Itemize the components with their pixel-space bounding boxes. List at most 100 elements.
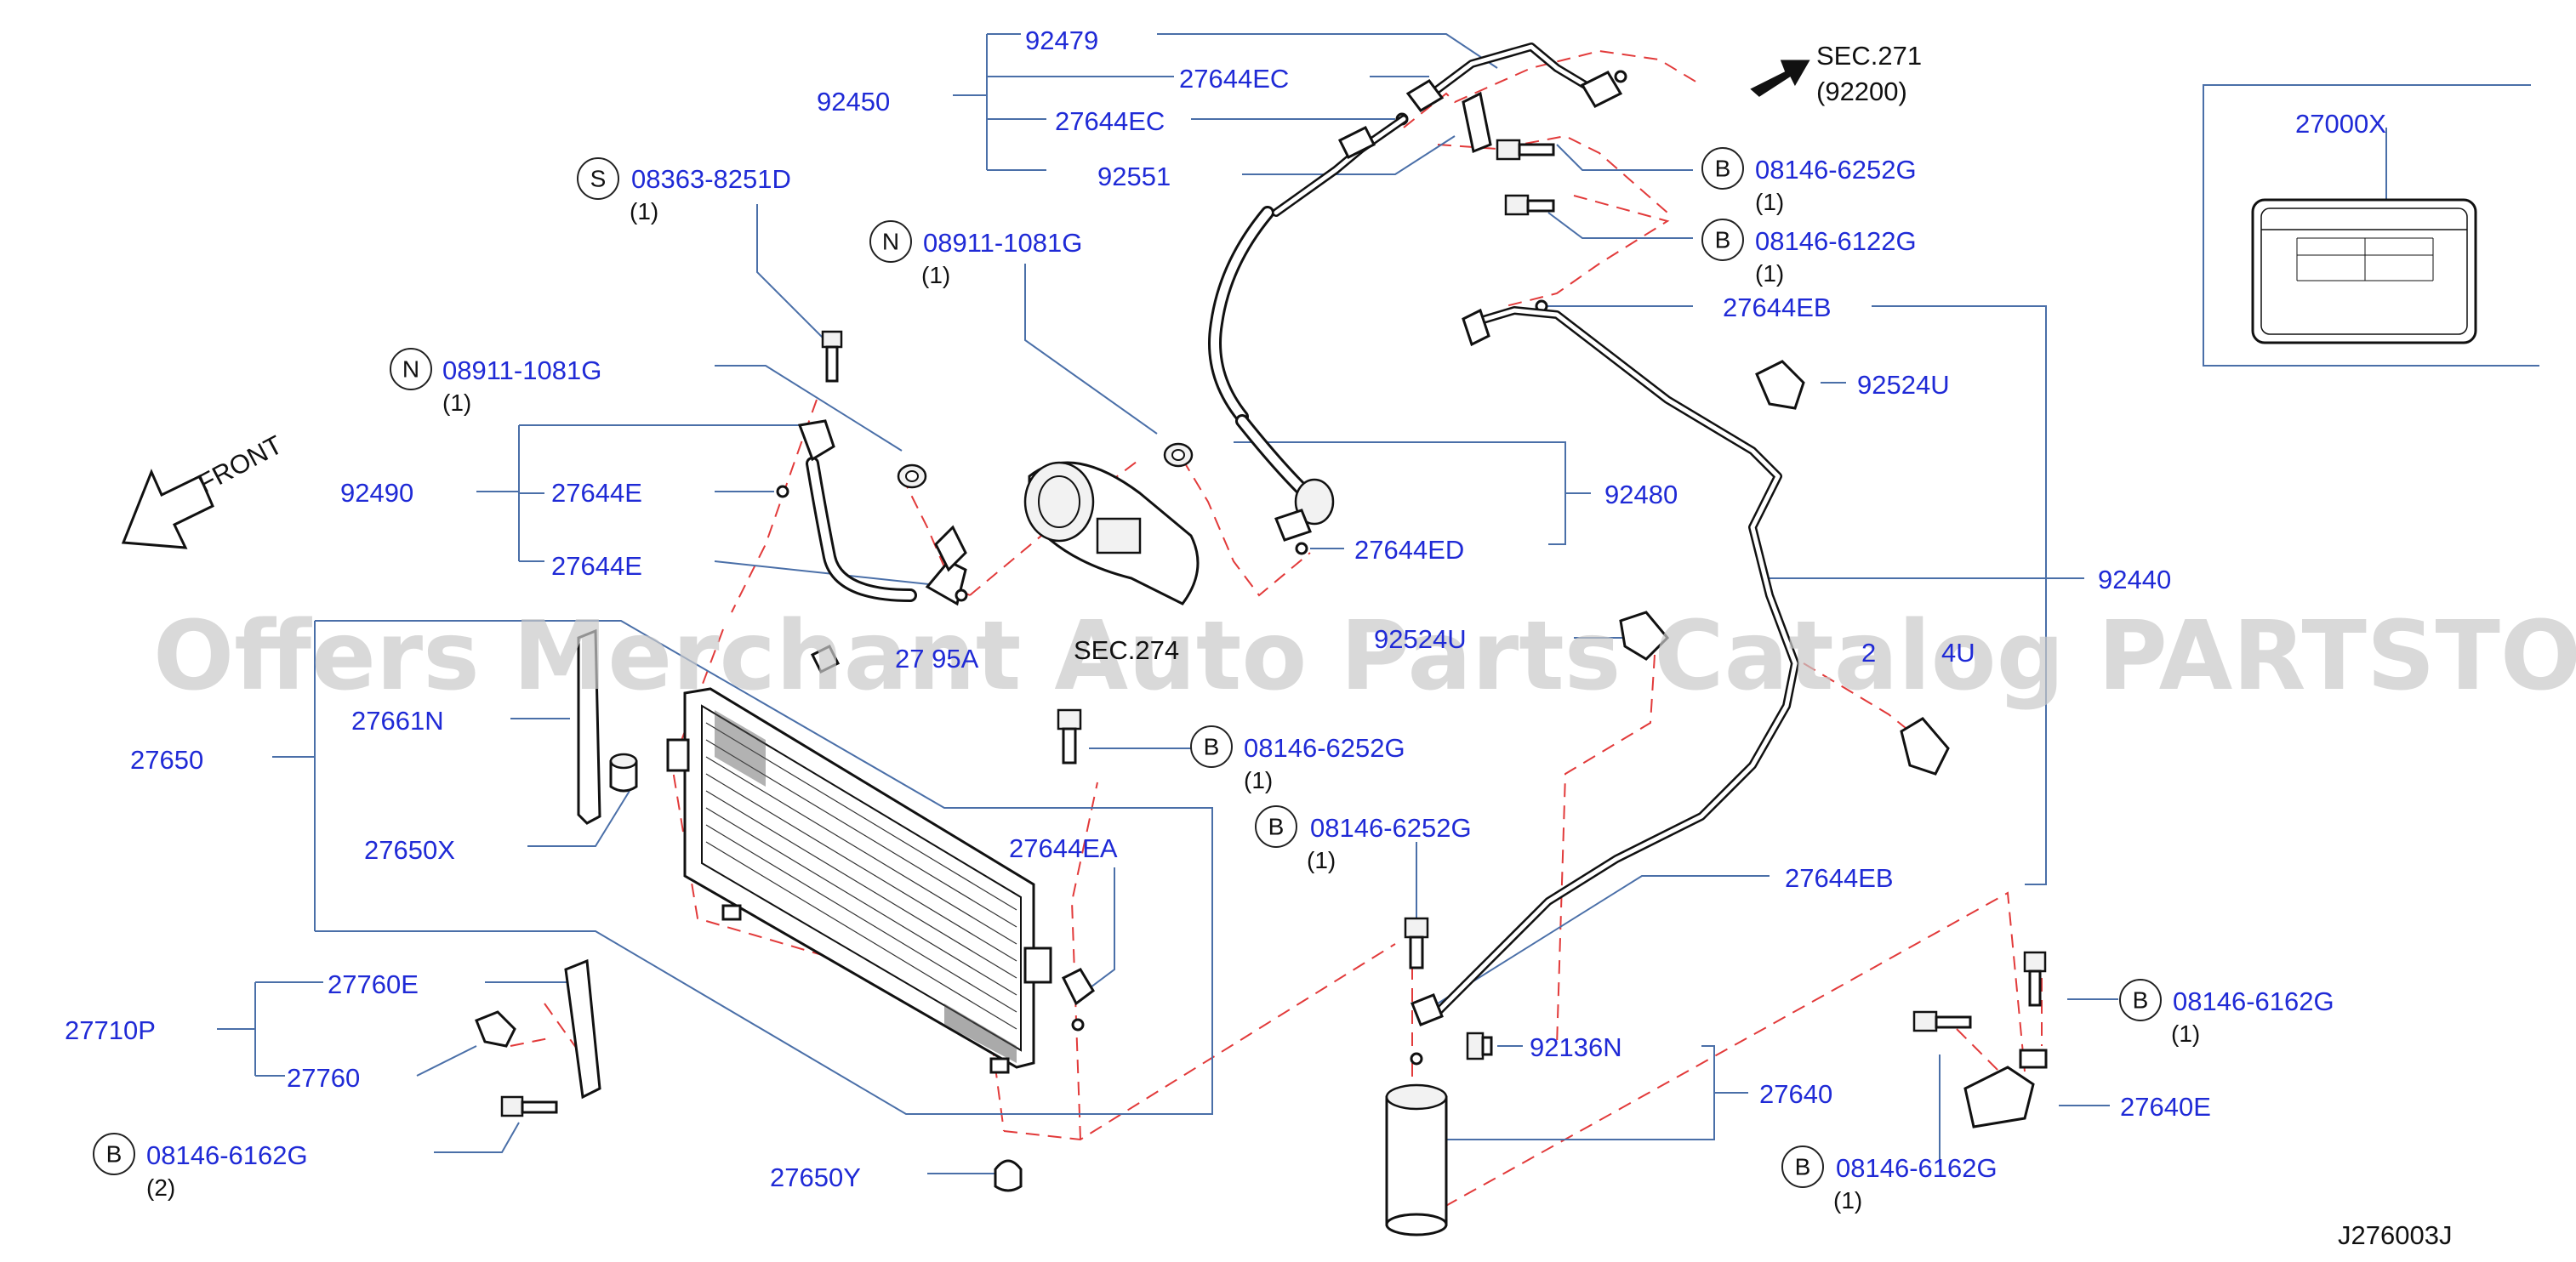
circle-B-6252G-top xyxy=(1701,147,1744,190)
label-08146-6252G-a: 08146-6252G xyxy=(1244,733,1405,763)
label-27640: 27640 xyxy=(1759,1079,1832,1109)
qty-08363: (1) xyxy=(630,198,658,225)
label-92440: 92440 xyxy=(2098,565,2171,594)
bolt-08363-8251D xyxy=(821,330,843,383)
bolt-08146-6252G-a xyxy=(1057,708,1082,765)
clamp-92524U-top xyxy=(1755,360,1805,410)
label-27650Y: 27650Y xyxy=(770,1163,861,1192)
label-92479: 92479 xyxy=(1025,26,1098,55)
circle-N-left-letter: N xyxy=(402,356,419,383)
part-labels: 92479 92450 27644EC 27644EC 92551 S 0836… xyxy=(65,26,2386,1214)
bolt-08146-6252G-b xyxy=(1404,917,1429,969)
label-08146-6162G-r1: 08146-6162G xyxy=(2173,986,2334,1016)
label-27661N: 27661N xyxy=(351,706,444,736)
circle-B-6162G-r1-letter: B xyxy=(2133,987,2149,1014)
circle-B-6122G-letter: B xyxy=(1715,227,1731,253)
front-label: FRONT xyxy=(193,429,288,498)
qty-6162G-r2: (1) xyxy=(1833,1187,1862,1214)
sec271-code: (92200) xyxy=(1816,77,1907,106)
fitting-27644EA xyxy=(1061,968,1095,1006)
label-92450: 92450 xyxy=(817,87,890,117)
bolt-08146-6162G-r1 xyxy=(2023,951,2047,1007)
hose-92490 xyxy=(797,419,967,606)
label-08911-1081G-left: 08911-1081G xyxy=(442,355,601,385)
label-27644ED: 27644ED xyxy=(1354,535,1464,565)
label-92480: 92480 xyxy=(1604,480,1678,509)
label-92524U-right-start: 2 xyxy=(1861,638,1876,668)
circle-S-letter: S xyxy=(590,166,607,192)
label-08911-1081G-top: 08911-1081G xyxy=(923,228,1082,258)
circle-N-left xyxy=(390,348,432,390)
label-08146-6162G-left: 08146-6162G xyxy=(146,1140,308,1170)
circle-B-6252G-b-letter: B xyxy=(1268,814,1285,840)
qty-6162G-r1: (1) xyxy=(2171,1020,2200,1047)
label-27760: 27760 xyxy=(287,1063,360,1093)
seal-27661N xyxy=(577,628,601,825)
fitting-condenser-top xyxy=(810,644,841,674)
watermark: Offers Merchant Auto Parts Catalog PARTS… xyxy=(153,601,2576,712)
clamp-92524U-mid xyxy=(1619,611,1670,661)
circle-B-6252G-b xyxy=(1255,805,1297,848)
label-08146-6162G-r2: 08146-6162G xyxy=(1836,1153,1998,1183)
clamp-92524U-right xyxy=(1900,717,1950,776)
bolt-08146-6252G-top xyxy=(1496,139,1555,161)
qty-6252G-a: (1) xyxy=(1244,767,1273,793)
pipe-92450 xyxy=(1405,43,1623,154)
circle-S xyxy=(577,157,619,200)
label-27644EC-b: 27644EC xyxy=(1055,106,1165,136)
condenser-27650 xyxy=(666,687,1052,1074)
label-08146-6252G-top: 08146-6252G xyxy=(1755,155,1917,185)
qty-6122G: (1) xyxy=(1755,260,1784,287)
circle-B-6162G-r2-letter: B xyxy=(1795,1154,1811,1180)
label-plate-27000X xyxy=(2203,84,2539,367)
label-27644EB-top: 27644EB xyxy=(1723,293,1832,322)
label-92524U-right-end: 4U xyxy=(1941,638,1975,668)
label-92551: 92551 xyxy=(1097,162,1171,191)
nut-08911-left xyxy=(897,463,927,489)
front-direction-arrow xyxy=(121,469,214,549)
label-27644EB-bottom: 27644EB xyxy=(1785,863,1894,893)
label-92490: 92490 xyxy=(340,478,413,508)
sec271-label: SEC.271 xyxy=(1816,41,1922,71)
qty-08911-top: (1) xyxy=(921,262,950,288)
qty-6162G-left: (2) xyxy=(146,1174,175,1201)
qty-08911-left: (1) xyxy=(442,389,471,416)
qty-6252G-top: (1) xyxy=(1755,189,1784,215)
bracket-27710P xyxy=(475,958,601,1100)
receiver-drier-27640 xyxy=(1385,1083,1448,1236)
cushion-27650X xyxy=(609,753,638,793)
circle-B-6162G-r2 xyxy=(1781,1145,1824,1188)
label-92136N: 92136N xyxy=(1530,1032,1622,1062)
label-27695A-fragment: 27 95A xyxy=(895,644,979,674)
label-08146-6252G-b: 08146-6252G xyxy=(1310,813,1472,843)
circle-B-6162G-left xyxy=(93,1133,135,1175)
bolt-08146-6162G-r2 xyxy=(1912,1010,1972,1032)
sec274-label: SEC.274 xyxy=(1074,635,1179,665)
label-27644EA: 27644EA xyxy=(1009,833,1118,863)
circle-B-6252G-top-letter: B xyxy=(1715,156,1731,182)
label-08363-8251D: 08363-8251D xyxy=(631,164,791,194)
label-27000X: 27000X xyxy=(2295,109,2386,139)
bracket-27640E xyxy=(1963,1049,2048,1128)
nut-08911-top xyxy=(1163,442,1194,468)
circle-N-top-letter: N xyxy=(882,229,899,255)
label-27644EC-a: 27644EC xyxy=(1179,64,1289,94)
circle-B-6252G-a-letter: B xyxy=(1204,734,1220,760)
pipe-92440 xyxy=(1411,306,1799,1026)
label-27644E-a: 27644E xyxy=(551,478,642,508)
bolt-08146-6162G-left xyxy=(500,1095,558,1117)
circle-N-top xyxy=(869,220,912,263)
label-27650X: 27650X xyxy=(364,835,455,865)
label-92524U-top: 92524U xyxy=(1857,370,1950,400)
circle-B-6162G-left-letter: B xyxy=(106,1141,123,1168)
sec271-arrow xyxy=(1750,60,1810,97)
label-92524U-mid: 92524U xyxy=(1374,624,1467,654)
label-27710P: 27710P xyxy=(65,1015,156,1045)
circle-B-6122G xyxy=(1701,219,1744,261)
diagram-id: J276003J xyxy=(2338,1220,2452,1250)
circle-B-6252G-a xyxy=(1190,725,1233,768)
label-27650: 27650 xyxy=(130,745,203,775)
label-08146-6122G: 08146-6122G xyxy=(1755,226,1917,256)
qty-6252G-b: (1) xyxy=(1307,847,1336,873)
